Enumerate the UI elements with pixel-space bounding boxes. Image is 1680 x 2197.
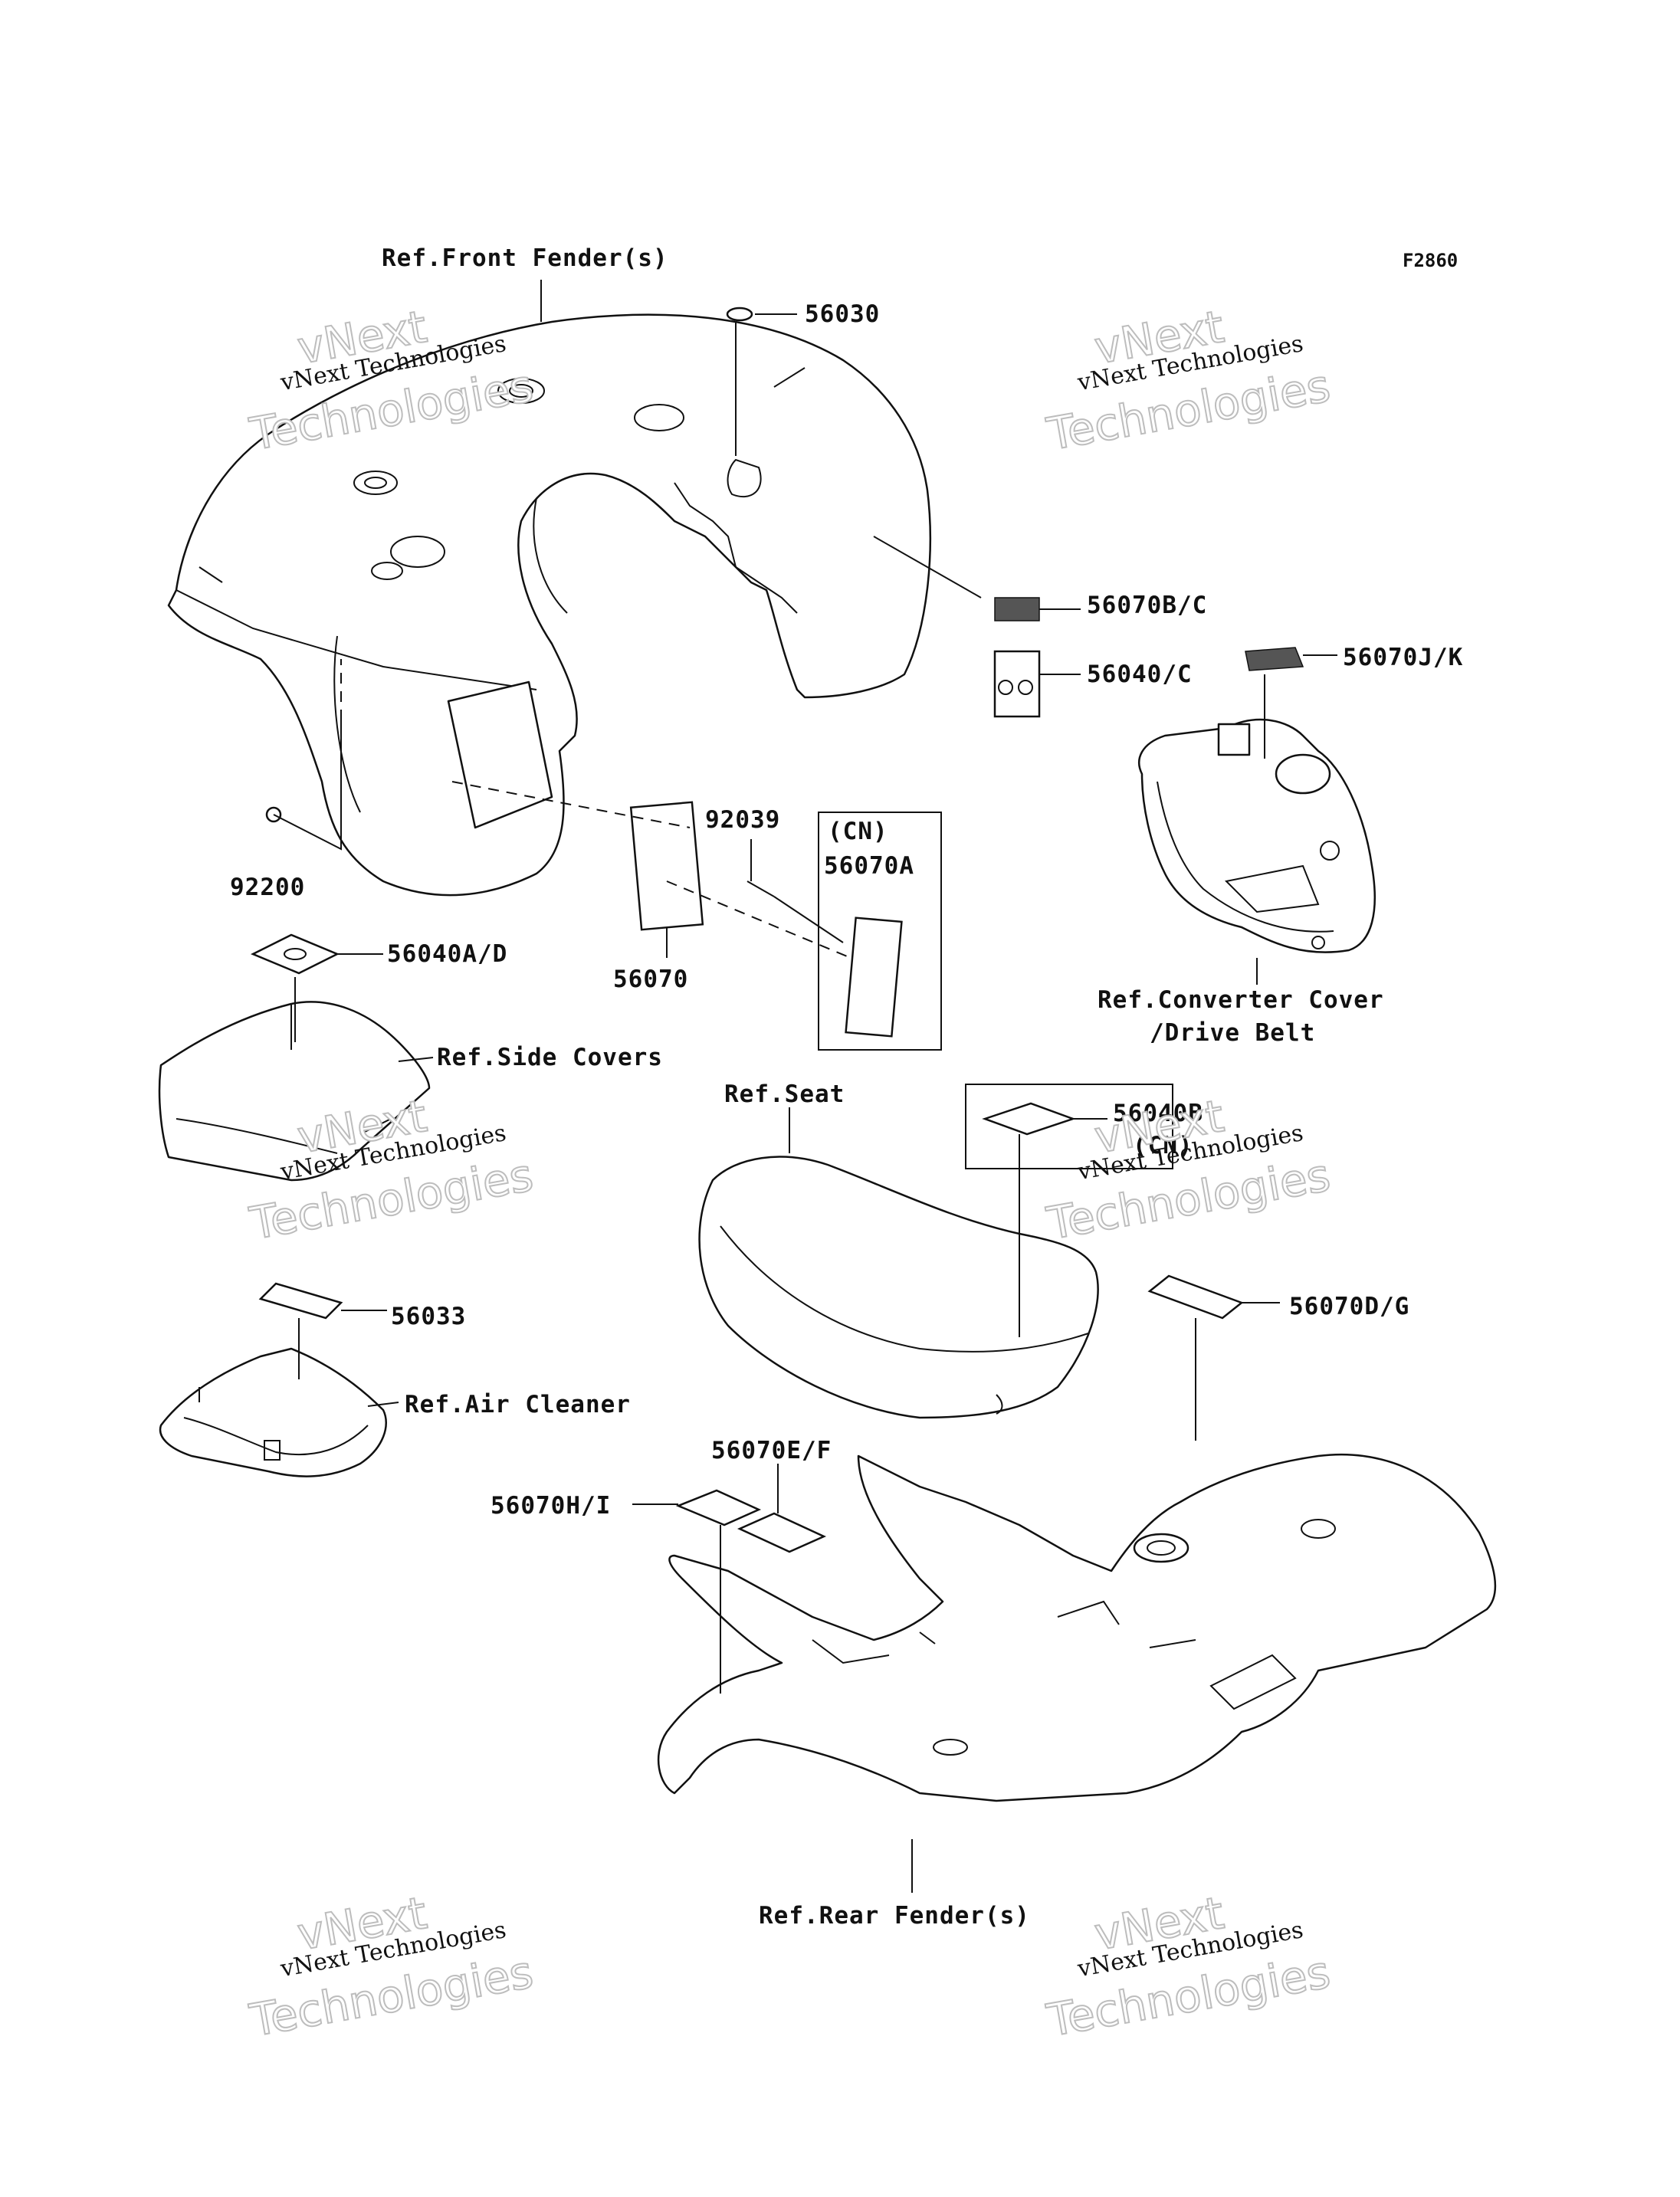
- label-cn-a: (CN): [828, 818, 888, 845]
- watermark-top-right: vNext vNext Technologies Technologies: [1042, 300, 1335, 461]
- figure-code: F2860: [1403, 250, 1458, 271]
- label-56070a: 56070A: [824, 852, 914, 880]
- part-56040b-shape: [982, 1102, 1076, 1136]
- label-cn-b: (CN): [1133, 1132, 1193, 1159]
- label-ref-rear-fender: Ref.Rear Fender(s): [759, 1902, 1030, 1930]
- label-56070jk: 56070J/K: [1343, 644, 1463, 671]
- label-56030: 56030: [805, 300, 880, 328]
- leader-lines: [273, 280, 1337, 1893]
- label-56033: 56033: [391, 1303, 466, 1330]
- converter-cover-drawing: [1138, 718, 1376, 953]
- part-56030-shape: [726, 307, 753, 322]
- watermark-mid-right: vNext vNext Technologies Technologies: [1042, 1089, 1335, 1251]
- cn-box-56070a: [818, 812, 942, 1051]
- label-56040c: 56040/C: [1087, 661, 1193, 688]
- label-56070ef: 56070E/F: [711, 1437, 832, 1464]
- part-56040ad-shape: [250, 933, 340, 975]
- part-56070jk-shape: [1245, 647, 1304, 671]
- cn-box-56040b: [965, 1084, 1173, 1169]
- label-ref-seat: Ref.Seat: [724, 1080, 845, 1108]
- label-92200: 92200: [230, 874, 305, 901]
- label-92039: 92039: [705, 806, 780, 834]
- side-covers-drawing: [158, 1001, 431, 1182]
- label-drive-belt: /Drive Belt: [1150, 1019, 1315, 1047]
- label-56070: 56070: [613, 966, 688, 993]
- label-56040ad: 56040A/D: [387, 940, 507, 968]
- part-56070dg-shape: [1147, 1274, 1244, 1320]
- part-92039-shape: [746, 880, 775, 897]
- label-ref-front-fender: Ref.Front Fender(s): [382, 244, 668, 272]
- front-fender-drawing: [167, 313, 982, 897]
- watermark-bottom-right: vNext vNext Technologies Technologies: [1042, 1886, 1335, 2048]
- watermark-bottom-left: vNext vNext Technologies Technologies: [245, 1886, 538, 2048]
- decal-shapes: [250, 307, 1304, 1553]
- label-ref-side-covers: Ref.Side Covers: [437, 1044, 663, 1071]
- air-cleaner-drawing: [159, 1347, 387, 1477]
- part-56070bc-shape: [994, 597, 1040, 621]
- label-56070bc: 56070B/C: [1087, 592, 1207, 619]
- part-56033-shape: [258, 1282, 343, 1320]
- label-56070hi: 56070H/I: [491, 1492, 611, 1520]
- part-56070hi-shape: [675, 1489, 762, 1526]
- watermark-top-left: vNext vNext Technologies Technologies: [245, 300, 538, 461]
- label-56070dg: 56070D/G: [1289, 1293, 1409, 1320]
- part-56070-shape: [629, 801, 704, 931]
- part-56040c-shape: [993, 650, 1041, 718]
- part-56070ef-shape: [737, 1512, 827, 1553]
- rear-fender-drawing: [657, 1453, 1497, 1802]
- label-ref-air-cleaner: Ref.Air Cleaner: [405, 1391, 631, 1418]
- part-56070a-shape: [845, 917, 903, 1038]
- label-ref-converter-cover: Ref.Converter Cover: [1098, 986, 1384, 1014]
- label-56040b: 56040B: [1113, 1100, 1203, 1127]
- seat-drawing: [698, 1156, 1099, 1419]
